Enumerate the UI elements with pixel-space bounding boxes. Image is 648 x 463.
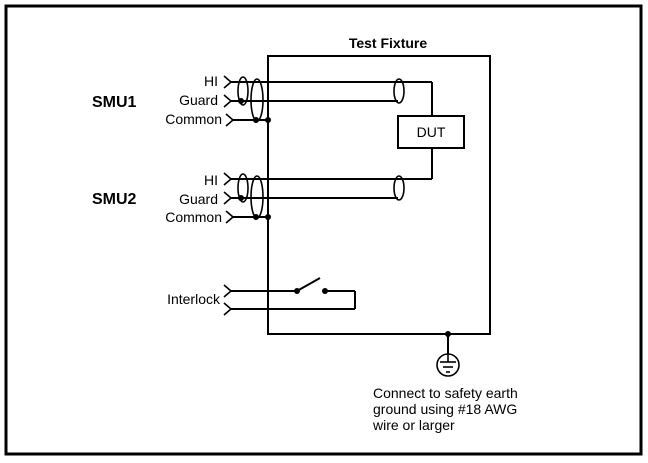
- smu2-hi-label: HI: [204, 172, 218, 188]
- smu1-group: SMU1 HI Guard Common: [92, 73, 433, 127]
- smu2-fixture-junction: [265, 214, 271, 220]
- smu1-hi-label: HI: [204, 73, 218, 89]
- interlock-bottom-connector: [223, 302, 233, 316]
- smu2-hi-connector: [223, 172, 233, 186]
- interlock-label: Interlock: [167, 291, 221, 307]
- smu1-fixture-junction: [265, 117, 271, 123]
- smu1-common-label: Common: [165, 111, 222, 127]
- smu2-common-connector: [225, 210, 235, 224]
- smu2-common-label: Common: [165, 209, 222, 225]
- test-fixture-title: Test Fixture: [349, 35, 428, 51]
- smu1-guard-connector: [223, 94, 233, 108]
- dut-label: DUT: [417, 124, 446, 140]
- outer-border: [4, 4, 643, 456]
- ground-note-line-2: ground using #18 AWG: [373, 401, 517, 417]
- interlock-group: Interlock: [167, 277, 356, 316]
- smu2-common-junction: [253, 214, 259, 220]
- smu1-hi-connector: [223, 75, 233, 89]
- ground-note-line-1: Connect to safety earth: [373, 385, 518, 401]
- smu1-common-junction: [253, 117, 259, 123]
- ground-group: Connect to safety earth ground using #18…: [372, 331, 518, 433]
- smu2-guard-connector: [223, 191, 233, 205]
- smu2-label: SMU2: [92, 191, 137, 208]
- test-fixture-box: [267, 55, 491, 335]
- smu1-guard-junction: [238, 98, 244, 104]
- ground-note-line-3: wire or larger: [372, 417, 455, 433]
- smu2-guard-junction: [238, 195, 244, 201]
- smu1-guard-label: Guard: [179, 92, 218, 108]
- smu1-common-connector: [225, 113, 235, 127]
- interlock-top-connector: [223, 284, 233, 298]
- smu2-guard-label: Guard: [179, 191, 218, 207]
- smu1-label: SMU1: [92, 94, 137, 111]
- interlock-switch: [296, 277, 321, 292]
- smu2-group: SMU2 HI Guard Common: [92, 148, 433, 225]
